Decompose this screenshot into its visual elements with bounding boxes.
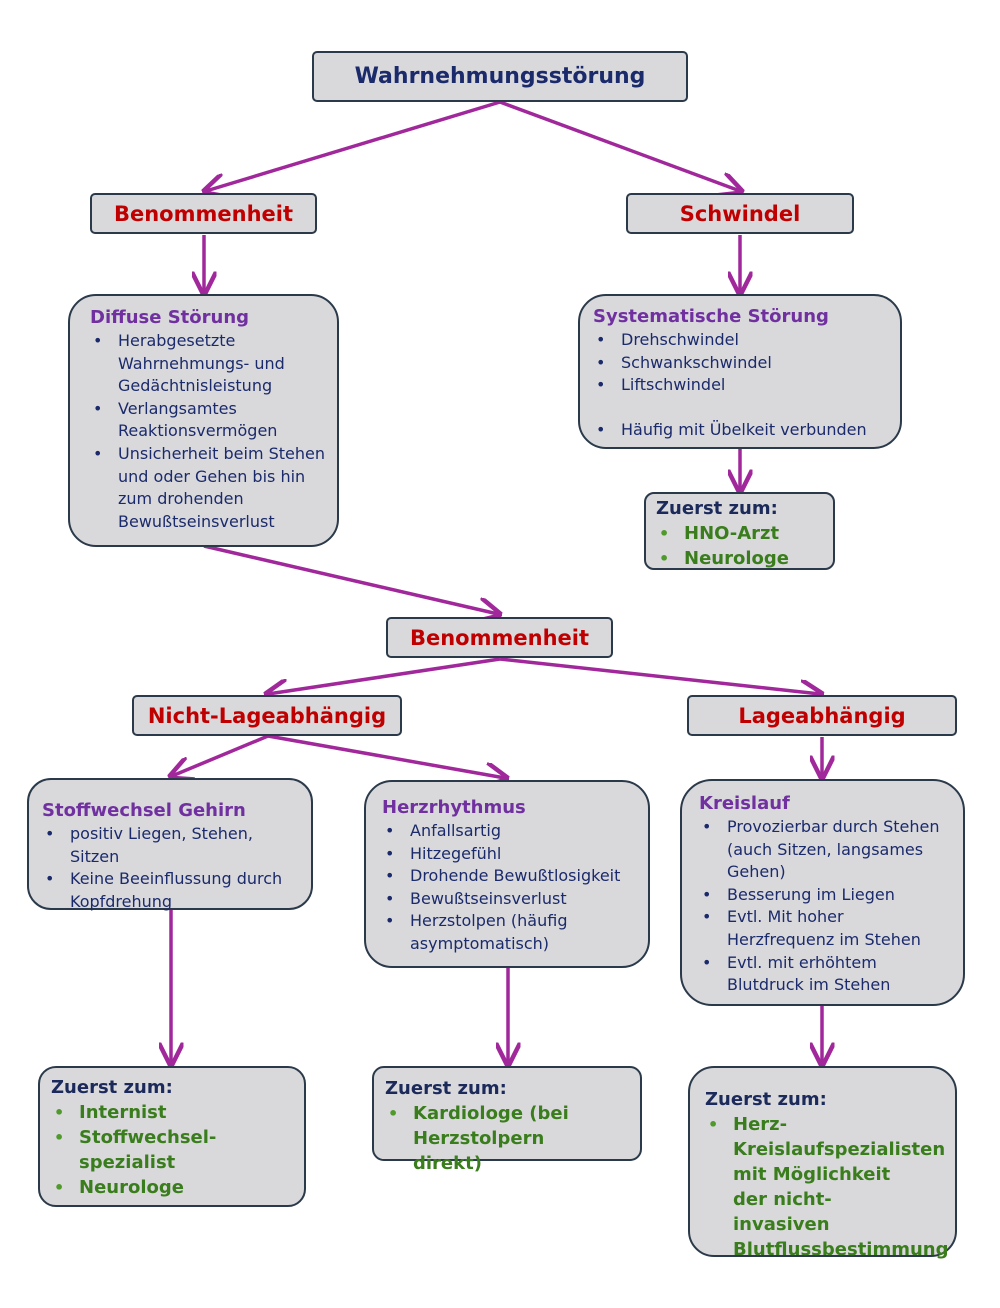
diffuse-title: Diffuse Störung [90,307,250,328]
stoffwechsel-referral-node: Zuerst zum: Internist Stoffwechsel-spezi… [38,1066,306,1207]
stoffwechsel-item: Keine Beeinflussung durch Kopfdrehung [42,868,301,913]
systematic-item: Häufig mit Übelkeit verbunden [593,419,890,442]
herzrhythmus-node: Herzrhythmus Anfallsartig Hitzegefühl Dr… [364,780,650,968]
kreislauf-title: Kreislauf [699,793,790,814]
diffuse-node: Diffuse Störung Herabgesetzte Wahrnehmun… [68,294,339,547]
herzrhythmus-item: Herzstolpen (häufig asymptomatisch) [382,910,638,955]
schwindel-node: Schwindel [626,193,854,234]
root-node: Wahrnehmungsstörung [312,51,688,102]
arrow-nicht-lage-to-herzrhythmus [267,734,505,778]
benommenheit-label: Benommenheit [113,201,293,226]
systematic-title: Systematische Störung [593,306,829,327]
kreislauf-item: Evtl. mit erhöhtem Blutdruck im Stehen [699,952,951,997]
kreislauf-item: Evtl. Mit hoher Herzfrequenz im Stehen [699,906,951,951]
stoffwechsel-title: Stoffwechsel Gehirn [42,800,246,821]
kreislauf-item: Provozierbar durch Stehen (auch Sitzen, … [699,816,951,884]
schwindel-referral-item: HNO-Arzt [656,521,825,546]
systematic-item: Drehschwindel [593,329,890,352]
root-label: Wahrnehmungsstörung [354,64,646,89]
systematic-node: Systematische Störung Drehschwindel Schw… [578,294,902,449]
diffuse-item: Herabgesetzte Wahrnehmungs- und Gedächtn… [90,330,327,398]
systematic-item: Schwankschwindel [593,352,890,375]
kreislauf-referral-node: Zuerst zum: Herz-Kreislaufspezialisten m… [688,1066,957,1260]
schwindel-referral-node: Zuerst zum: HNO-Arzt Neurologe [644,492,835,571]
diffuse-item: Unsicherheit beim Stehen und oder Gehen … [90,443,327,533]
benommenheit2-label: Benommenheit [409,625,589,650]
herzrhythmus-item: Anfallsartig [382,820,638,843]
arrow-diffuse-to-benommenheit2 [203,544,498,614]
arrow-root-to-schwindel [499,100,740,191]
herz-referral-title: Zuerst zum: [385,1078,507,1099]
lageabhaengig-node: Lageabhängig [687,695,957,736]
schwindel-referral-item: Neurologe [656,546,825,571]
kreislauf-referral-item: Herz-Kreislaufspezialisten mit Möglichke… [705,1112,949,1262]
herzrhythmus-item: Hitzegefühl [382,843,638,866]
arrow-benommenheit2-to-nicht-lage [268,657,501,694]
diffuse-item: Verlangsamtes Reaktionsvermögen [90,398,327,443]
herzrhythmus-item: Drohende Bewußtlosigkeit [382,865,638,888]
herz-referral-item: Kardiologe (bei Herzstolpern direkt) [385,1101,600,1176]
stoffwechsel-node: Stoffwechsel Gehirn positiv Liegen, Steh… [27,778,313,913]
herzrhythmus-title: Herzrhythmus [382,797,526,818]
arrow-benommenheit2-to-lage [499,657,820,694]
stoffwechsel-referral-item: Internist [51,1100,221,1125]
stoffwechsel-referral-item: Neurologe [51,1175,221,1200]
kreislauf-node: Kreislauf Provozierbar durch Stehen (auc… [680,779,965,1006]
systematic-item: Liftschwindel [593,374,890,397]
stoffwechsel-item: positiv Liegen, Stehen, Sitzen [42,823,301,868]
lageabhaengig-label: Lageabhängig [738,703,906,728]
herz-referral-node: Zuerst zum: Kardiologe (bei Herzstolpern… [372,1066,642,1174]
arrow-nicht-lage-to-stoffwechsel [172,734,269,776]
herzrhythmus-item: Bewußtseinsverlust [382,888,638,911]
schwindel-label: Schwindel [679,201,801,226]
schwindel-referral-title: Zuerst zum: [656,498,778,519]
stoffwechsel-referral-title: Zuerst zum: [51,1077,173,1098]
benommenheit2-node: Benommenheit [386,617,613,658]
nicht-lageabhaengig-label: Nicht-Lageabhängig [147,703,387,728]
kreislauf-referral-title: Zuerst zum: [705,1089,827,1110]
stoffwechsel-referral-item: Stoffwechsel-spezialist [51,1125,221,1175]
benommenheit-node: Benommenheit [90,193,317,234]
arrow-root-to-benommenheit [206,100,501,191]
kreislauf-item: Besserung im Liegen [699,884,951,907]
nicht-lageabhaengig-node: Nicht-Lageabhängig [132,695,402,736]
